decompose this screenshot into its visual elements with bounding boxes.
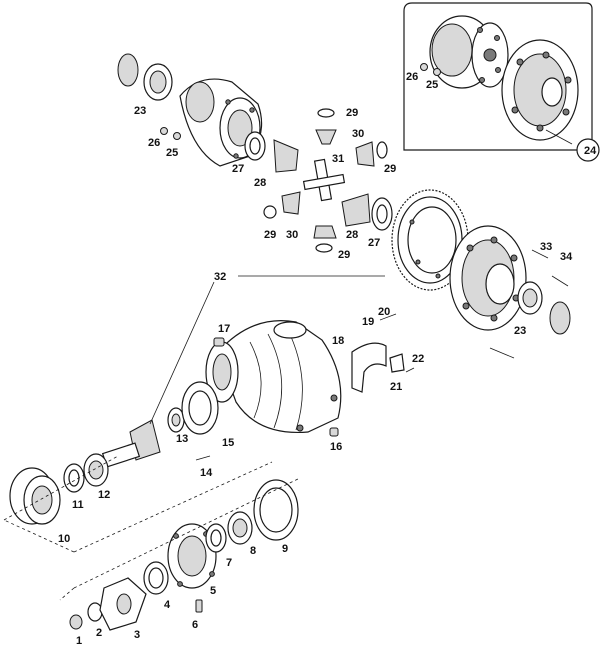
- callout-30-top: 30: [352, 128, 364, 140]
- callout-10: 10: [58, 533, 70, 545]
- callout-4: 4: [164, 599, 171, 611]
- callout-12: 12: [98, 489, 110, 501]
- callout-8: 8: [250, 545, 256, 557]
- callout-29-top: 29: [346, 107, 358, 119]
- callout-27-bottom: 27: [368, 237, 380, 249]
- callout-14: 14: [200, 467, 213, 479]
- callout-32: 32: [214, 271, 226, 283]
- pinion-assembly: [101, 381, 219, 468]
- callout-26-top: 26: [148, 137, 160, 149]
- callout-30-bottom: 30: [286, 229, 298, 241]
- callout-6: 6: [192, 619, 198, 631]
- callout-3: 3: [134, 629, 140, 641]
- callout-24: 24: [584, 145, 597, 157]
- callout-22: 22: [412, 353, 424, 365]
- callout-19: 19: [362, 316, 374, 328]
- callout-1: 1: [76, 635, 82, 646]
- callout-23-right: 23: [514, 325, 526, 337]
- callout-21: 21: [390, 381, 402, 393]
- differential-housing: [205, 313, 415, 437]
- callout-29-bottom: 29: [338, 249, 350, 261]
- right-flange: [449, 225, 571, 359]
- callout-labels: 24 26 25 23 26 25 27 28 29 30 31 29 29 3…: [58, 71, 597, 647]
- gear-cluster: [263, 108, 393, 253]
- callout-31: 31: [332, 153, 344, 165]
- callout-17: 17: [218, 323, 230, 335]
- callout-15: 15: [222, 437, 234, 449]
- callout-13: 13: [176, 433, 188, 445]
- callout-33: 33: [540, 241, 552, 253]
- callout-5: 5: [210, 585, 216, 597]
- callout-20: 20: [378, 306, 390, 318]
- leader-lines: [3, 275, 385, 601]
- callout-26-inset: 26: [406, 71, 418, 83]
- callout-25-top: 25: [166, 147, 178, 159]
- callout-9: 9: [282, 543, 288, 555]
- callout-16: 16: [330, 441, 342, 453]
- ring-gear: [391, 189, 469, 291]
- callout-28-right: 28: [346, 229, 358, 241]
- callout-25-inset: 25: [426, 79, 438, 91]
- callout-29-left: 29: [264, 229, 276, 241]
- output-flange: [9, 453, 109, 525]
- callout-2: 2: [96, 627, 102, 639]
- callout-34: 34: [560, 251, 573, 263]
- callout-27-top: 27: [232, 163, 244, 175]
- callout-29-right: 29: [384, 163, 396, 175]
- callout-11: 11: [72, 499, 84, 511]
- callout-23-top: 23: [134, 105, 146, 117]
- callout-18: 18: [332, 335, 344, 347]
- callout-7: 7: [226, 557, 232, 569]
- callout-28-left: 28: [254, 177, 266, 189]
- lower-assembly: [69, 479, 299, 631]
- inset-frame: [403, 2, 600, 162]
- top-diff-assembly: [117, 53, 266, 167]
